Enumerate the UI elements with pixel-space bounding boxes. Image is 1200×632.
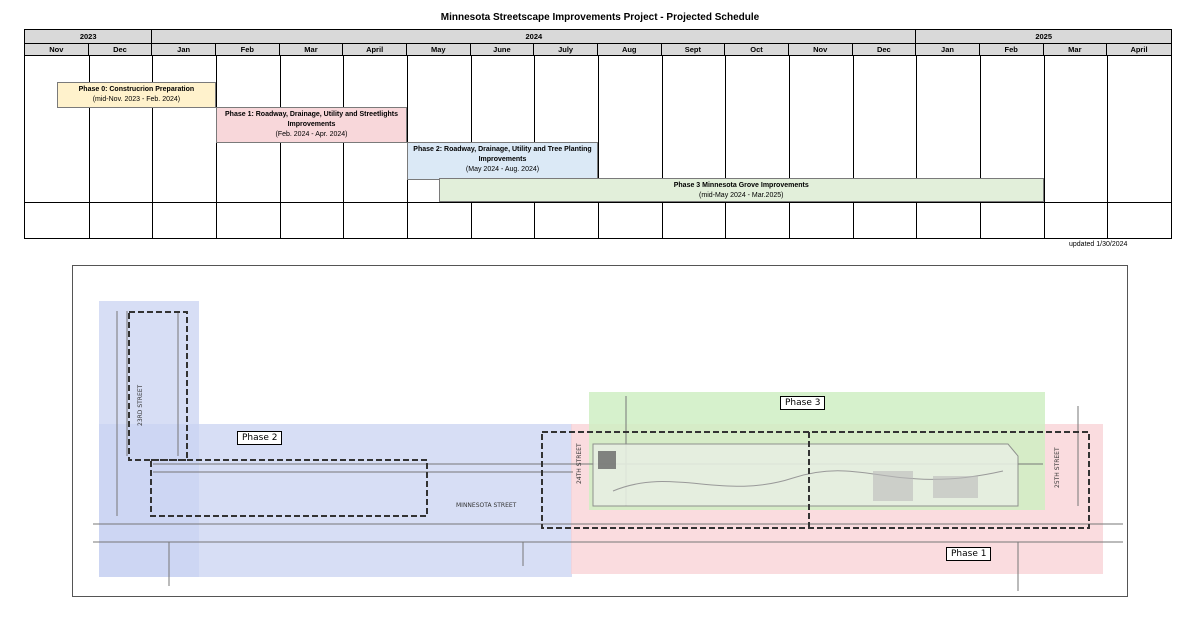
phase1-bar: Phase 1: Roadway, Drainage, Utility and … bbox=[216, 107, 407, 143]
phase3-dates: (mid-May 2024 - Mar.2025) bbox=[699, 192, 784, 199]
year-2023: 2023 bbox=[25, 30, 153, 43]
month-6: May bbox=[407, 44, 471, 55]
phase-map: Phase 2 Phase 3 Phase 1 23RD STREET 24TH… bbox=[72, 265, 1128, 597]
month-5: April bbox=[343, 44, 407, 55]
phase2-bar: Phase 2: Roadway, Drainage, Utility and … bbox=[407, 142, 598, 180]
row-line bbox=[25, 202, 1171, 203]
phase1-dates: (Feb. 2024 - Apr. 2024) bbox=[275, 131, 348, 138]
year-2025: 2025 bbox=[1035, 32, 1052, 41]
phase1-label: Phase 1 bbox=[946, 547, 992, 561]
grove-structure bbox=[598, 451, 616, 469]
month-16: Mar bbox=[1044, 44, 1108, 55]
street-24th: 24TH STREET bbox=[576, 443, 583, 484]
grid-line bbox=[216, 56, 217, 238]
phase2-area-horizontal bbox=[99, 424, 572, 577]
schedule-title: Minnesota Streetscape Improvements Proje… bbox=[440, 12, 760, 23]
month-1: Dec bbox=[89, 44, 153, 55]
month-15: Feb bbox=[980, 44, 1044, 55]
phase0-title: Phase 0: Construcrion Preparation bbox=[78, 86, 195, 93]
grove-planting bbox=[873, 471, 913, 501]
updated-date: updated 1/30/2024 bbox=[1069, 241, 1128, 248]
grid-line bbox=[1043, 56, 1045, 238]
map-drawing bbox=[93, 301, 1123, 591]
grid-line bbox=[789, 56, 790, 238]
grid-line bbox=[598, 56, 599, 238]
phase2-dates: (May 2024 - Aug. 2024) bbox=[465, 166, 540, 173]
month-12: Nov bbox=[789, 44, 853, 55]
phase2-box-vertical bbox=[128, 311, 188, 461]
month-10: Sept bbox=[662, 44, 726, 55]
month-14: Jan bbox=[916, 44, 980, 55]
phase3-label: Phase 3 bbox=[780, 396, 826, 410]
phase2-label: Phase 2 bbox=[237, 431, 283, 445]
month-17: April bbox=[1130, 45, 1148, 54]
month-13: Dec bbox=[853, 44, 917, 55]
grid-line bbox=[980, 56, 981, 238]
grid-line bbox=[916, 56, 918, 238]
month-11: Oct bbox=[725, 44, 789, 55]
month-4: Mar bbox=[280, 44, 344, 55]
phase1-box bbox=[541, 431, 1090, 529]
street-minnesota: MINNESOTA STREET bbox=[456, 502, 517, 509]
street-25th: 25TH STREET bbox=[1054, 447, 1061, 488]
month-8: July bbox=[534, 44, 598, 55]
month-7: June bbox=[471, 44, 535, 55]
grid-line bbox=[152, 56, 154, 238]
month-9: Aug bbox=[598, 44, 662, 55]
phase2-title: Phase 2: Roadway, Drainage, Utility and … bbox=[413, 146, 592, 163]
grid-line bbox=[279, 56, 281, 238]
year-2024: 2024 bbox=[152, 30, 917, 43]
phase1-title: Phase 1: Roadway, Drainage, Utility and … bbox=[225, 111, 398, 128]
grid-line bbox=[852, 56, 854, 238]
grove-planting-2 bbox=[933, 476, 978, 498]
grid-line bbox=[661, 56, 663, 238]
street-23rd: 23RD STREET bbox=[137, 384, 144, 426]
grid-line bbox=[88, 56, 90, 238]
month-2: Jan bbox=[152, 44, 216, 55]
grid-line bbox=[343, 56, 345, 238]
month-0: Nov bbox=[25, 44, 89, 55]
phase3-bar: Phase 3 Minnesota Grove Improvements (mid… bbox=[438, 178, 1044, 202]
phase0-dates: (mid-Nov. 2023 - Feb. 2024) bbox=[92, 96, 181, 103]
grove-path bbox=[612, 470, 1004, 492]
grid-line bbox=[725, 56, 727, 238]
phase0-bar: Phase 0: Construcrion Preparation (mid-No… bbox=[56, 82, 216, 108]
grid-line bbox=[1107, 56, 1109, 238]
phase2-box-horizontal bbox=[150, 459, 428, 517]
phase3-title: Phase 3 Minnesota Grove Improvements bbox=[673, 182, 809, 189]
month-3: Feb bbox=[216, 44, 280, 55]
